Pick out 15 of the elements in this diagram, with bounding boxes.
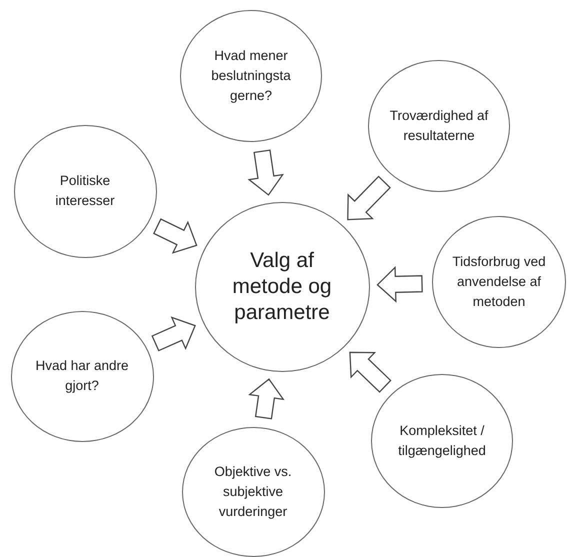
node-text: Tidsforbrug ved anvendelse af metoden xyxy=(451,253,547,311)
node-text: Valg af metode og parametre xyxy=(231,248,333,326)
block-arrow xyxy=(376,266,423,303)
block-arrow xyxy=(349,352,392,393)
block-arrow xyxy=(151,316,196,352)
node-text: Hvad har andre gjort? xyxy=(34,357,130,395)
node-text: Objektive vs. subjektive vurderinger xyxy=(213,463,293,521)
node-text: Hvad mener beslutningsta gerne? xyxy=(210,47,292,105)
block-arrow xyxy=(153,218,198,254)
block-arrow xyxy=(347,176,391,220)
node-text: Kompleksitet / tilgængelighed xyxy=(397,422,487,460)
node-text: Troværdighed af resultaterne xyxy=(388,107,490,145)
node-text: Politiske interesser xyxy=(54,172,116,210)
block-arrow xyxy=(248,149,284,196)
block-arrow xyxy=(248,378,285,420)
